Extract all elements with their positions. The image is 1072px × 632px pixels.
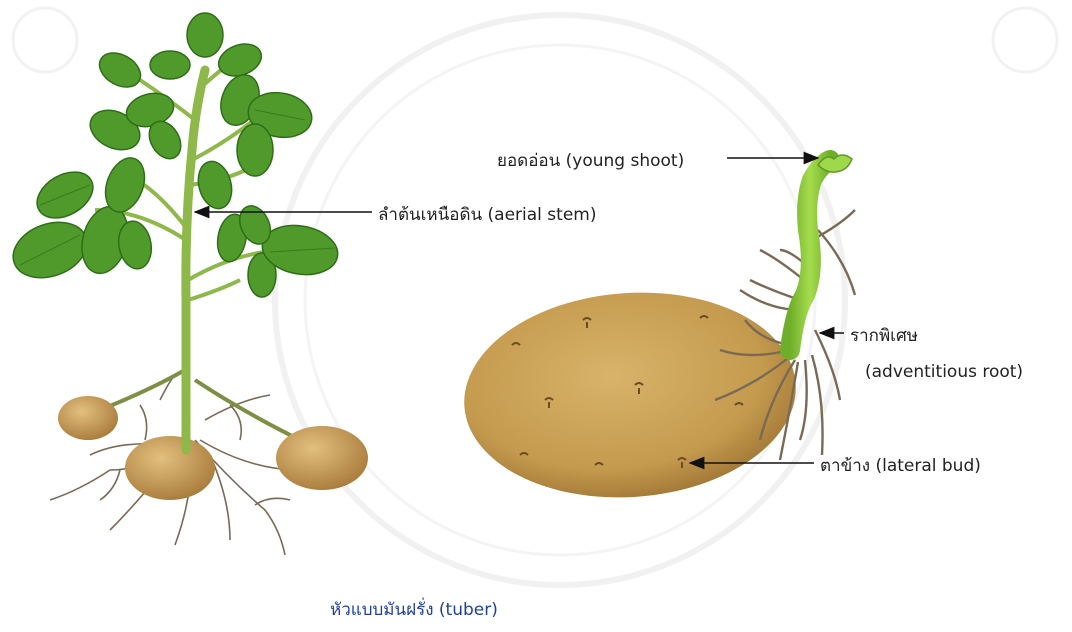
potato-plant [5,13,368,555]
aerial-stem [186,70,205,450]
label-aerial-stem: ลำต้นเหนือดิน (aerial stem) [378,201,596,228]
plant-leaves [5,13,341,297]
label-adventitious-root-en: (adventitious root) [865,362,1023,382]
small-tuber-left [58,396,118,440]
label-young-shoot: ยอดอ่อน (young shoot) [497,147,684,174]
tuber-body [457,282,802,509]
small-tuber-right [276,426,368,490]
label-adventitious-root-th: รากพิเศษ [850,322,918,349]
label-lateral-bud: ตาข้าง (lateral bud) [820,452,981,479]
small-tuber-center [125,436,215,500]
diagram-caption: หัวแบบมันฝรั่ง (tuber) [330,596,498,623]
